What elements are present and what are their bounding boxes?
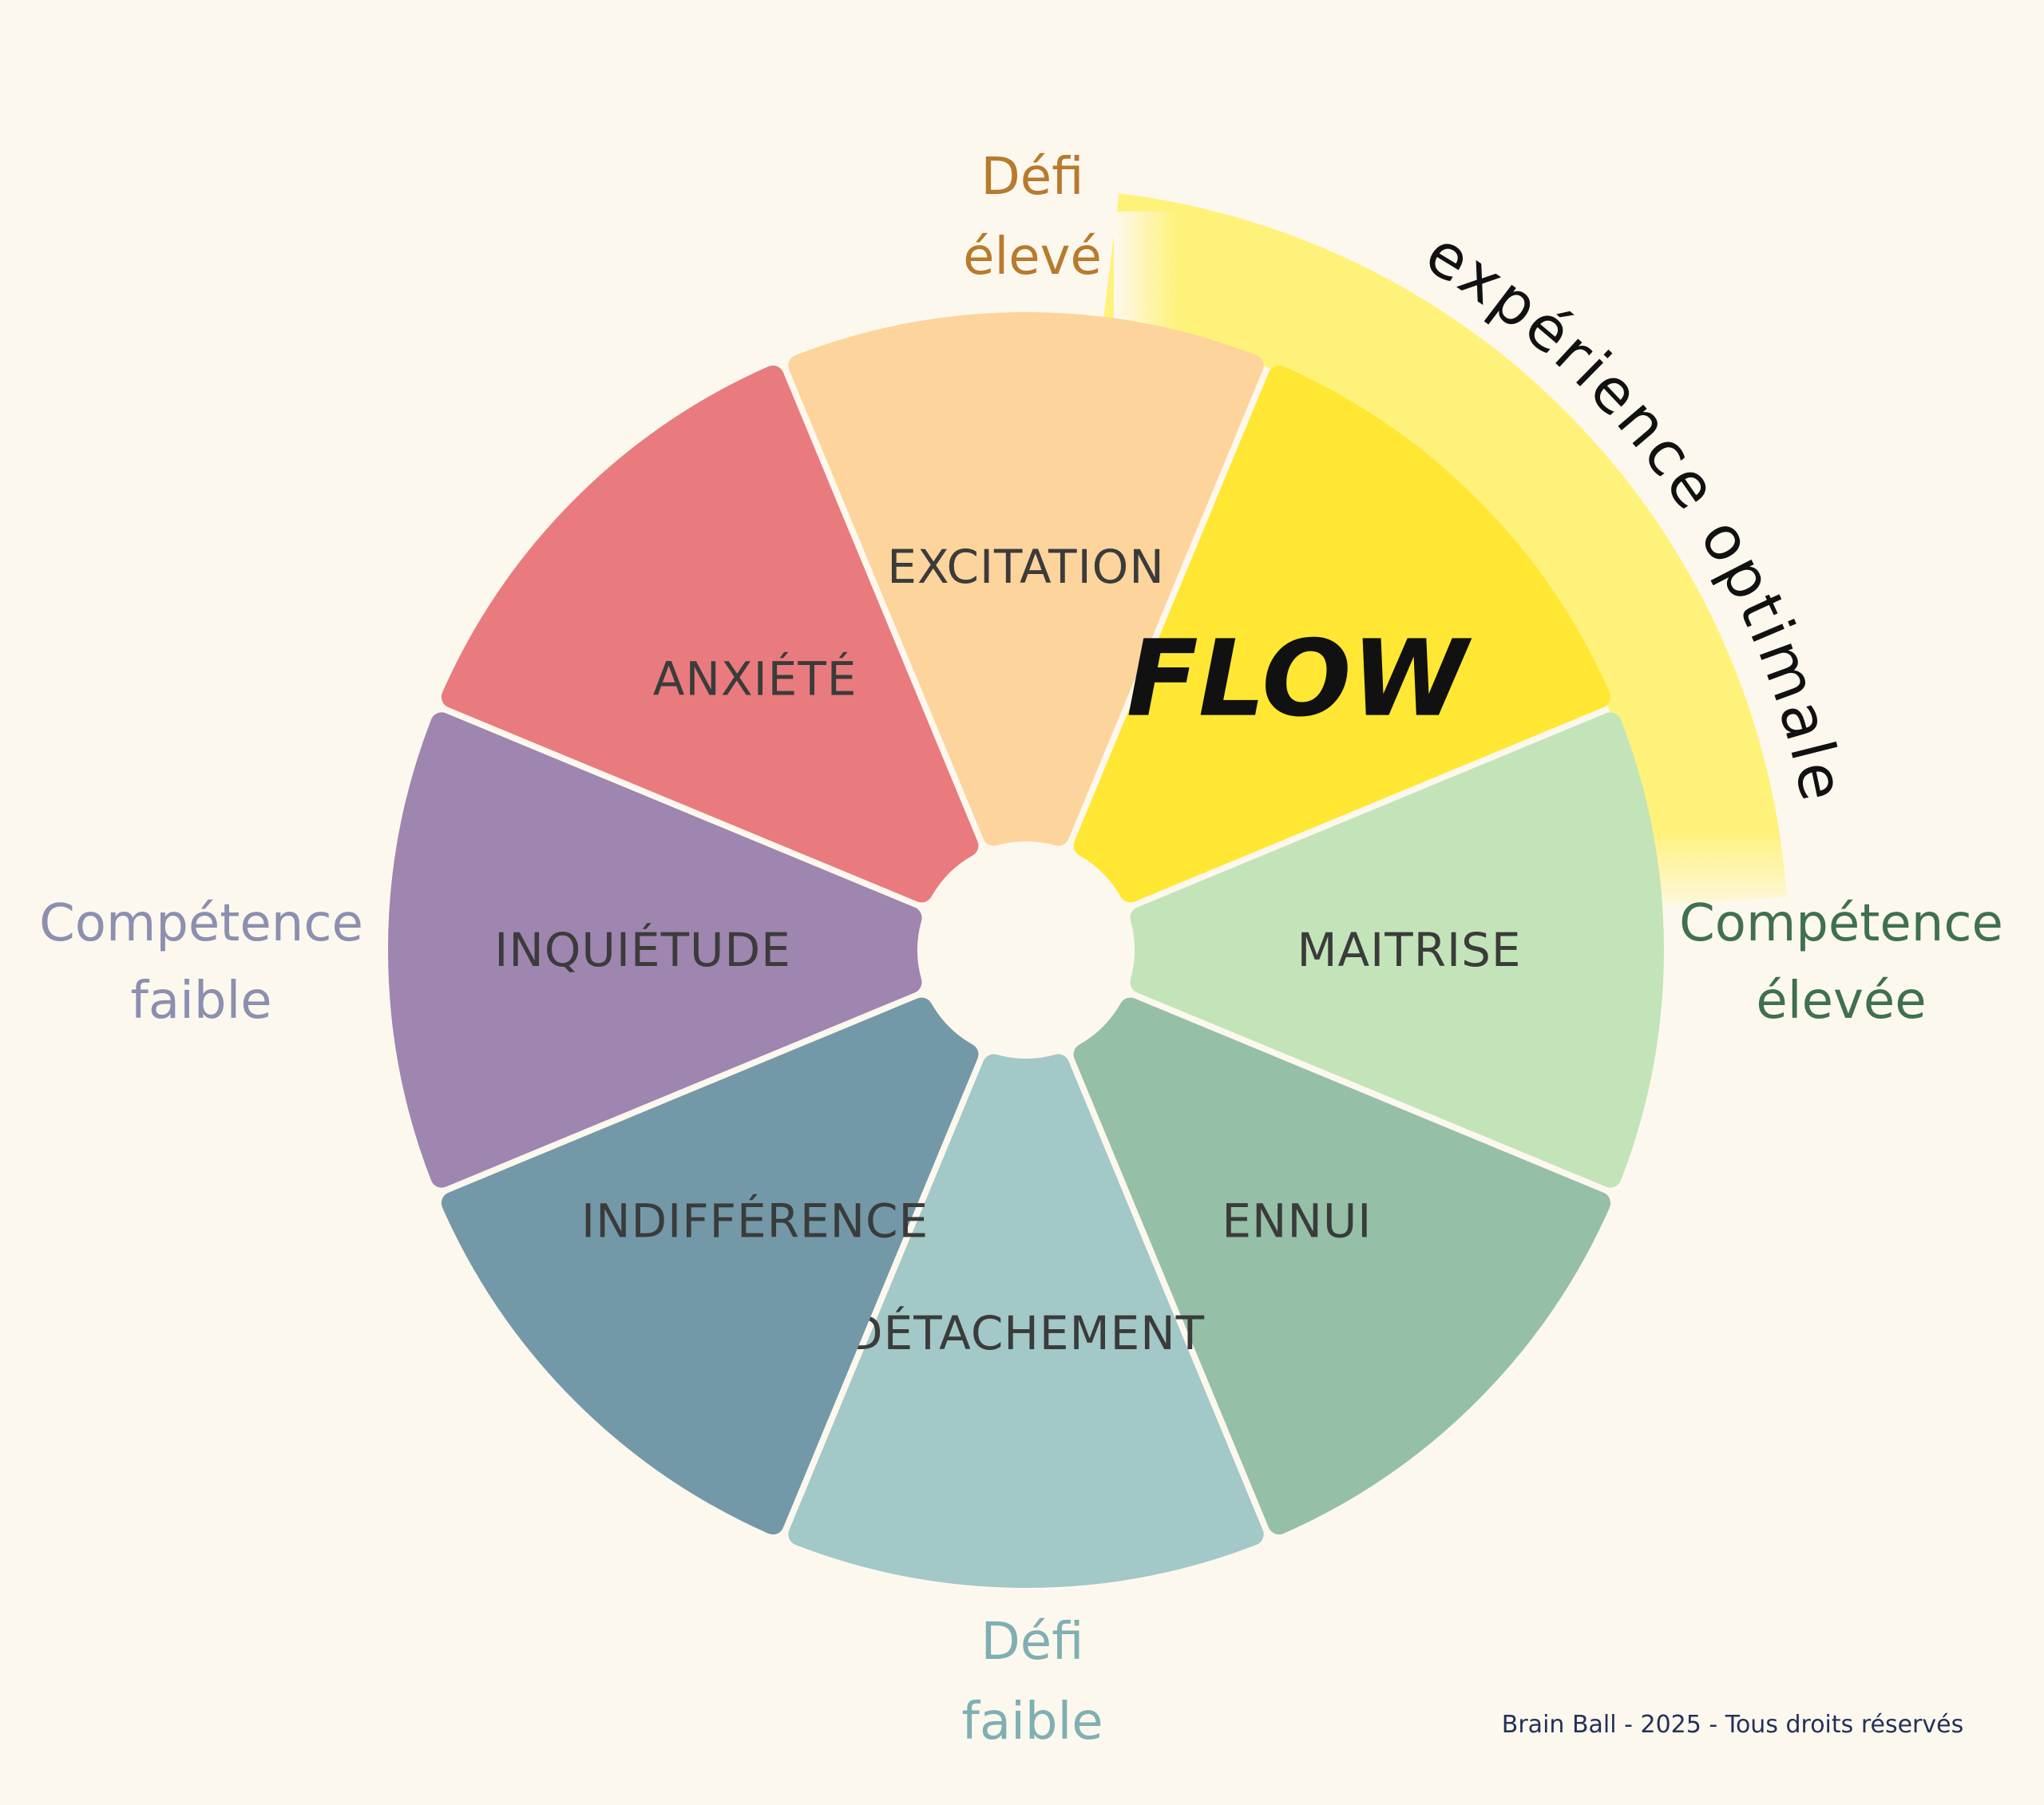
axis-label-right-line2: élevée	[1756, 972, 1926, 1031]
axis-label-top-line2: élevé	[963, 228, 1102, 287]
segment-label-detachement: DÉTACHEMENT	[847, 1305, 1205, 1360]
axis-label-top-line1: Défi	[981, 148, 1084, 207]
segment-label-indifference: INDIFFÉRENCE	[581, 1193, 929, 1248]
axis-label-right-line1: Compétence	[1679, 894, 2003, 953]
axis-label-left-line2: faible	[130, 972, 271, 1031]
segment-label-flow: FLOW	[1127, 618, 1472, 741]
segment-excitation	[788, 312, 1264, 846]
segment-indifference	[441, 997, 979, 1535]
segment-label-anxiete: ANXIÉTÉ	[653, 651, 858, 707]
wheel-segments: EXCITATION FLOW MAITRISE ENNUI DÉTACHEMENT IN…	[388, 312, 1664, 1588]
footer-copyright: Brain Ball - 2025 - Tous droits réservés	[1502, 1711, 1963, 1739]
segment-label-ennui: ENNUI	[1222, 1193, 1372, 1248]
axis-label-left-line1: Compétence	[39, 894, 363, 953]
segment-flow	[1073, 365, 1611, 903]
axis-label-bottom-line1: Défi	[981, 1613, 1084, 1672]
segment-label-excitation: EXCITATION	[887, 540, 1164, 594]
segment-label-maitrise: MAITRISE	[1297, 923, 1521, 977]
segment-label-inquietude: INQUIÉTUDE	[494, 922, 791, 977]
segment-maitrise	[1130, 712, 1664, 1188]
segment-anxiete	[441, 365, 979, 903]
axis-label-bottom-line2: faible	[961, 1692, 1103, 1752]
segment-inquietude	[388, 712, 922, 1188]
segment-detachement	[788, 1054, 1264, 1588]
segment-ennui	[1073, 997, 1611, 1535]
